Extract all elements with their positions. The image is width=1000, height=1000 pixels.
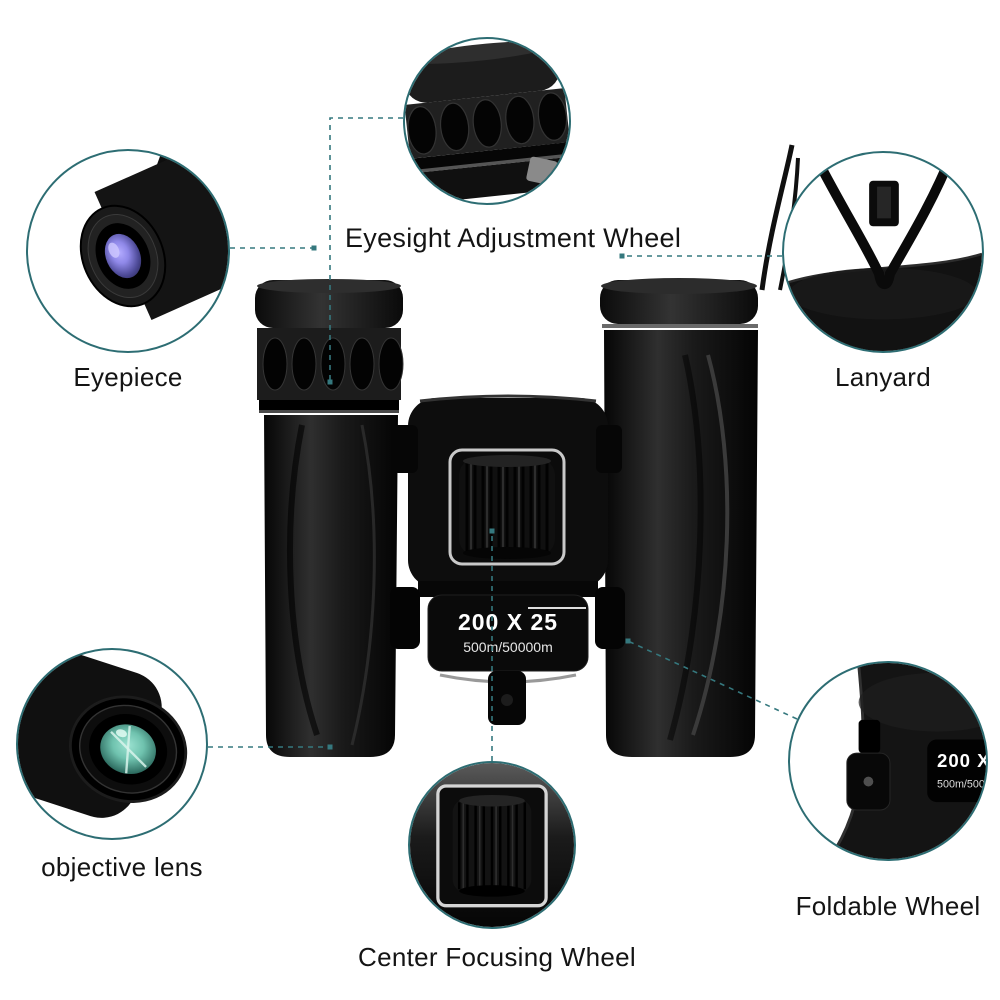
left-fold-hinge — [390, 587, 420, 649]
center-focus-zoom-image — [410, 763, 574, 927]
right-fold-hinge — [595, 587, 625, 649]
lanyard-callout-circle — [782, 151, 984, 353]
range-text: 500m/50000m — [463, 639, 553, 655]
lanyard-label: Lanyard — [834, 362, 932, 392]
foldable-wheel-zoom-image: 200 X 25 500m/50000m — [827, 663, 986, 859]
eyesight-wheel-label: Eyesight Adjustment Wheel — [345, 223, 682, 253]
center-focus-label: Center Focusing Wheel — [358, 942, 636, 972]
foldable-wheel-callout-circle: 200 X 25 500m/50000m — [788, 661, 988, 861]
objective-lens-zoom-image — [18, 650, 188, 818]
objective-lens-label: objective lens — [41, 852, 203, 882]
foldable-wheel-label: Foldable Wheel — [795, 891, 981, 921]
eyepiece-callout-circle — [26, 149, 230, 353]
model-text: 200 X 25 — [458, 609, 558, 635]
center-focus-callout-circle — [408, 761, 576, 929]
right-barrel — [600, 278, 758, 757]
left-barrel — [255, 279, 404, 757]
eyepiece-label: Eyepiece — [73, 362, 183, 392]
eyesight-wheel-callout-circle — [403, 37, 571, 205]
eyepiece-zoom-image — [79, 151, 228, 320]
eyesight-wheel-zoom-image — [405, 39, 569, 203]
center-focusing-wheel — [459, 455, 555, 559]
model-plate: 200 X 25 500m/50000m — [390, 581, 625, 725]
center-bridge — [392, 394, 622, 588]
objective-lens-callout-circle — [16, 648, 208, 840]
partial-range-text: 500m/50000m — [937, 778, 986, 790]
partial-model-text: 200 X 25 — [937, 750, 986, 771]
lanyard-zoom-image — [784, 153, 982, 351]
